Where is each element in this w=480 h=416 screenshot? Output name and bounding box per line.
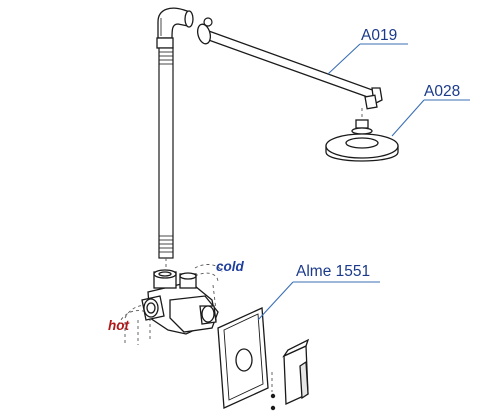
mixer-valve-body <box>141 269 219 335</box>
part-label-trim: Alme 1551 <box>296 263 370 280</box>
wall-flange-nut <box>203 17 213 27</box>
shower-arm <box>197 23 383 110</box>
top-elbow <box>156 7 194 49</box>
cold-inlet-label: cold <box>216 259 245 274</box>
part-label-arm: A019 <box>361 27 397 44</box>
riser-pipe <box>158 47 174 259</box>
shower-head <box>325 119 399 162</box>
leader-lines <box>257 43 470 321</box>
hot-inlet-label: hot <box>108 318 129 333</box>
trim-plate <box>217 307 269 409</box>
part-label-head: A028 <box>424 83 460 100</box>
screw <box>270 393 276 411</box>
handle-lever <box>282 338 310 405</box>
